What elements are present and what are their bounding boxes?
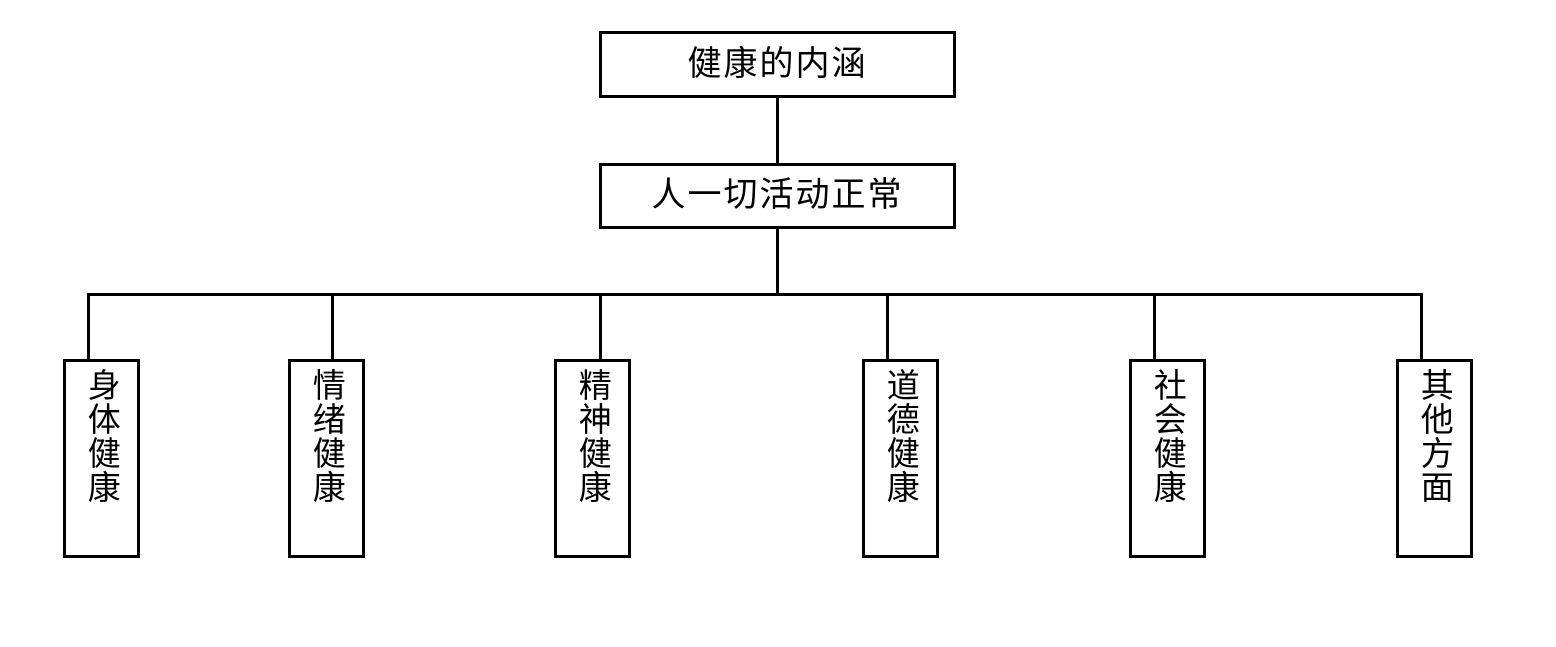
node-leaf-4[interactable]: 道德健康 — [862, 359, 939, 558]
node-leaf-1[interactable]: 身体健康 — [63, 359, 140, 558]
node-leaf-2-label: 情绪健康 — [307, 368, 347, 504]
edge-bus-to-leaf-1 — [87, 293, 90, 361]
edge-bus-to-leaf-3 — [599, 293, 602, 361]
node-intermediate-label: 人一切活动正常 — [651, 175, 904, 216]
node-leaf-6-label: 其他方面 — [1415, 368, 1455, 504]
edge-bus-to-leaf-2 — [331, 293, 334, 361]
edge-root-to-intermediate — [776, 98, 779, 163]
edge-horizontal-bus — [87, 293, 1423, 296]
edge-intermediate-to-bus — [776, 229, 779, 296]
edge-bus-to-leaf-5 — [1153, 293, 1156, 361]
edge-bus-to-leaf-6 — [1420, 293, 1423, 361]
node-intermediate[interactable]: 人一切活动正常 — [599, 163, 956, 229]
node-leaf-5-label: 社会健康 — [1148, 368, 1188, 504]
node-leaf-3[interactable]: 精神健康 — [554, 359, 631, 558]
node-leaf-1-label: 身体健康 — [82, 368, 122, 504]
node-leaf-3-label: 精神健康 — [573, 368, 613, 504]
node-leaf-5[interactable]: 社会健康 — [1129, 359, 1206, 558]
node-leaf-4-label: 道德健康 — [881, 368, 921, 504]
node-root-label: 健康的内涵 — [687, 43, 868, 84]
edge-bus-to-leaf-4 — [886, 293, 889, 361]
node-leaf-2[interactable]: 情绪健康 — [288, 359, 365, 558]
node-leaf-6[interactable]: 其他方面 — [1396, 359, 1473, 558]
node-root[interactable]: 健康的内涵 — [599, 31, 956, 98]
